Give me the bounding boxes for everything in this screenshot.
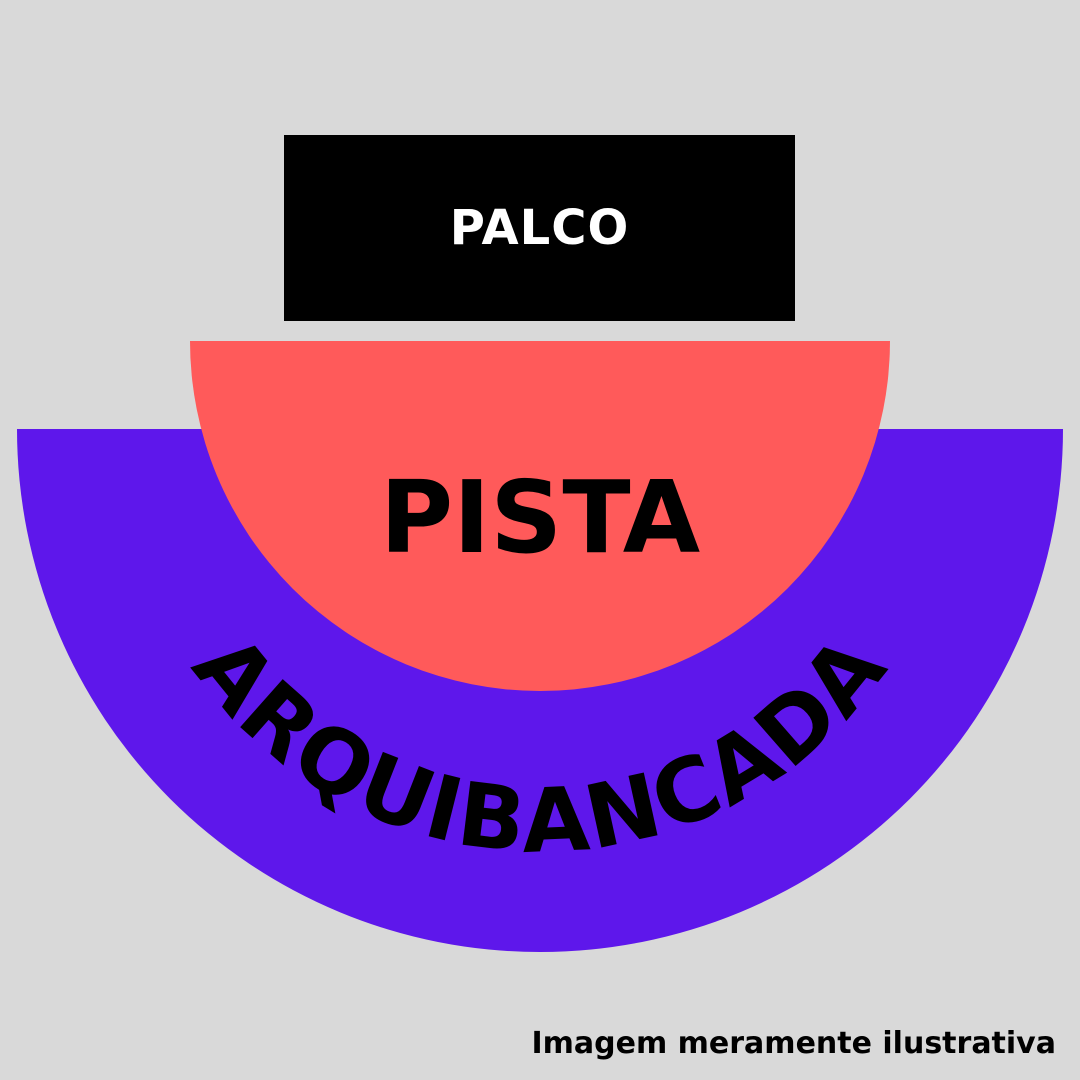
pista-label: PISTA — [380, 459, 700, 576]
stage-label: PALCO — [449, 200, 630, 256]
pista-section[interactable] — [190, 341, 890, 691]
footer-note: Imagem meramente ilustrativa — [531, 1026, 1056, 1061]
stage-palco: PALCO — [284, 135, 795, 321]
